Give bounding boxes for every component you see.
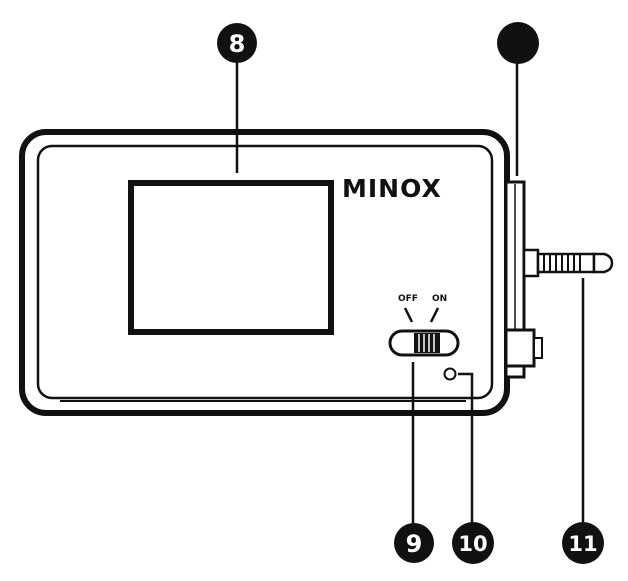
power-switch[interactable] (388, 329, 460, 357)
brand-logo: MINOX (342, 174, 442, 203)
switch-off-label: OFF (398, 294, 418, 304)
switch-on-label: ON (432, 294, 447, 304)
switch-off-indicator (403, 307, 414, 323)
indicator-led (443, 367, 457, 381)
callout-8: 8 (217, 23, 257, 63)
switch-on-indicator (429, 307, 440, 323)
callout-11: 11 (562, 522, 604, 564)
audio-jack-plug (522, 248, 614, 278)
callout-10: 10 (452, 522, 494, 564)
svg-text:10: 10 (458, 532, 487, 556)
device-body-inner (36, 144, 494, 400)
side-connector (504, 328, 536, 368)
svg-text:8: 8 (229, 30, 246, 58)
power-switch-knob (414, 333, 440, 353)
leader-line-10 (458, 372, 474, 525)
svg-text:11: 11 (568, 532, 597, 556)
lcd-screen (128, 180, 334, 335)
callout-9: 9 (394, 523, 434, 563)
callout-unlabeled (497, 22, 539, 64)
svg-text:9: 9 (406, 530, 423, 558)
